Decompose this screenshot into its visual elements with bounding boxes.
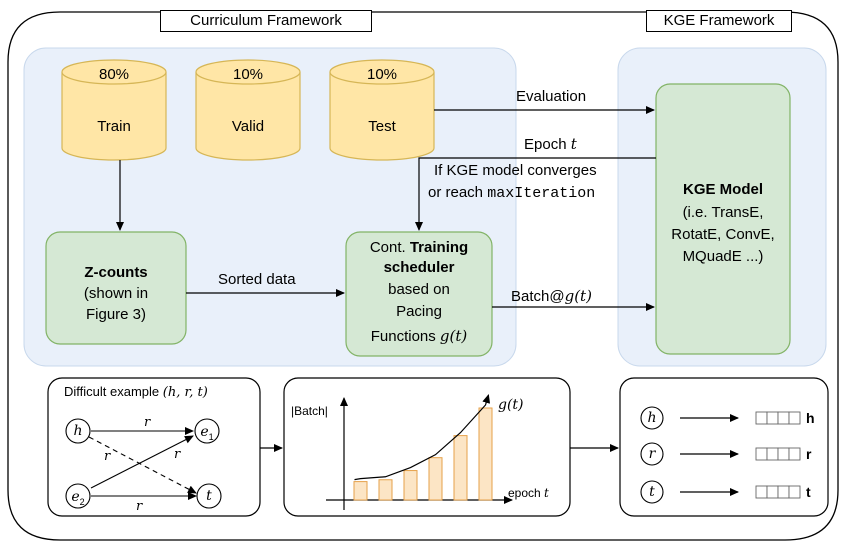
zcounts-box xyxy=(45,231,187,345)
valid-label: Valid xyxy=(231,118,265,135)
node-h-label: h xyxy=(73,423,83,439)
pacing-curve xyxy=(354,394,491,481)
converge-label-line1: If KGE model converges xyxy=(434,162,597,179)
chart-bars xyxy=(353,407,493,501)
cylinder-test xyxy=(329,59,435,161)
chart-bar xyxy=(478,407,493,501)
embed-symbol-r xyxy=(640,442,664,466)
test-label: Test xyxy=(368,118,396,135)
cylinder-train xyxy=(61,59,167,161)
embed-symbol-t xyxy=(640,480,664,504)
chart-bar xyxy=(403,470,418,501)
cylinder-valid xyxy=(195,59,301,161)
difficult-example-panel xyxy=(47,377,261,517)
embed-r-vector-label: r xyxy=(806,446,812,462)
node-e1 xyxy=(194,418,220,444)
curriculum-title: Curriculum Framework xyxy=(160,10,372,32)
scheduler-line1: Cont. Training xyxy=(369,239,469,256)
edge-label-top: r xyxy=(144,415,151,430)
kge-model-line2: RotatE, ConvE, xyxy=(671,226,775,243)
chart-bar xyxy=(428,457,443,501)
embed-h-vector-label: h xyxy=(806,410,815,426)
scheduler-line2: scheduler xyxy=(383,259,455,276)
node-e1-label: e1 xyxy=(200,424,214,442)
node-t-label: t xyxy=(206,488,212,504)
batch-label: Batch@g(t) xyxy=(511,287,592,305)
vector-cells-h xyxy=(755,411,801,425)
kge-model-line3: MQuadE ...) xyxy=(682,248,764,265)
converge-label-line2: or reach maxIteration xyxy=(428,184,596,202)
chart-ylabel: |Batch| xyxy=(291,404,328,418)
test-percent: 10% xyxy=(366,66,398,83)
vector-cells-r xyxy=(755,447,801,461)
node-h xyxy=(65,418,91,444)
scheduler-line5: Functions g(t) xyxy=(370,327,468,345)
node-t xyxy=(196,483,222,509)
embed-symbol-h xyxy=(640,406,664,430)
scheduler-line4: Pacing xyxy=(396,303,442,320)
zcounts-title: Z-counts xyxy=(84,264,148,281)
train-percent: 80% xyxy=(98,66,130,83)
embed-h-symbol-label: h xyxy=(647,410,657,426)
node-e2 xyxy=(65,483,91,509)
difficult-example-caption: Difficult example (h, r, t) xyxy=(64,384,208,400)
scheduler-box xyxy=(345,231,493,357)
edge-label-cross: r xyxy=(174,447,181,462)
arrow-kge-to-scheduler xyxy=(415,157,656,231)
curve-label: g(t) xyxy=(498,397,524,413)
vector-cells-t xyxy=(755,485,801,499)
embed-t-symbol-label: t xyxy=(649,484,655,500)
kge-title: KGE Framework xyxy=(646,10,792,32)
chart-bar xyxy=(378,479,393,501)
edge-label-bottom: r xyxy=(136,499,143,514)
valid-percent: 10% xyxy=(232,66,264,83)
chart-bar xyxy=(353,481,368,501)
chart-bar xyxy=(453,435,468,501)
zcounts-line2: (shown in xyxy=(83,285,149,302)
kge-model-line1: (i.e. TransE, xyxy=(682,204,764,221)
embed-r-symbol-label: r xyxy=(648,446,656,462)
sorted-data-label: Sorted data xyxy=(218,271,296,288)
edge-label-dashed: r xyxy=(104,449,111,464)
scheduler-line3: based on xyxy=(388,281,450,298)
evaluation-label: Evaluation xyxy=(516,88,587,105)
train-label: Train xyxy=(97,118,131,135)
chart-xlabel: epoch t xyxy=(508,486,549,500)
zcounts-line3: Figure 3) xyxy=(85,306,147,323)
epoch-label: Epoch t xyxy=(524,135,577,153)
embedding-rows xyxy=(640,406,801,504)
example-graph xyxy=(65,418,222,509)
kge-model-box xyxy=(655,83,791,355)
embed-t-vector-label: t xyxy=(806,484,811,500)
kge-model-title: KGE Model xyxy=(682,181,763,198)
node-e2-label: e2 xyxy=(71,489,85,507)
